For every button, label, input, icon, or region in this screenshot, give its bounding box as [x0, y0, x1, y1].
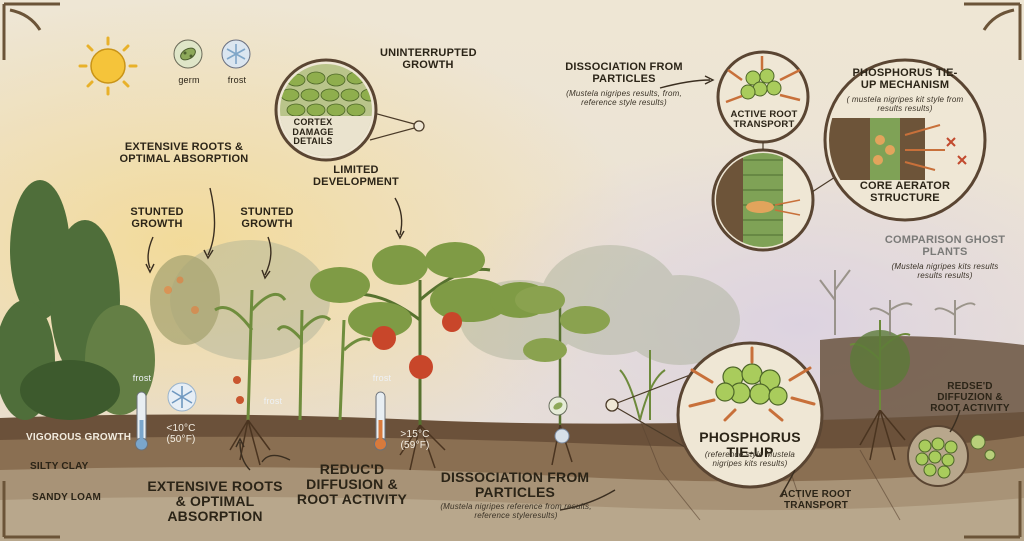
- sun-icon: [78, 36, 138, 96]
- extensive-roots-bottom-label: EXTENSIVE ROOTS & OPTIMAL ABSORPTION: [147, 478, 283, 525]
- dissociation-bottom-label: DISSOCIATION FROM PARTICLES: [440, 469, 590, 501]
- redsed-diffusion-label: REDSE'D DIFFUZION & ROOT ACTIVITY: [930, 381, 1010, 414]
- limited-development-label: LIMITED DEVELOPMENT: [313, 164, 399, 188]
- sandy-loam-label: SANDY LOAM: [32, 492, 102, 503]
- uninterrupted-growth-label: UNINTERRUPTED GROWTH: [380, 47, 477, 71]
- stunted-growth-label-2: STUNTED GROWTH: [240, 206, 294, 230]
- germ-icon: [548, 396, 568, 416]
- active-root-transport-inset: [716, 50, 810, 144]
- frost-label-1: frost: [132, 373, 152, 383]
- dissociation-top-subtitle: (Mustela nigripes results, from, referen…: [566, 89, 682, 108]
- cortex-damage-label: CORTEX DAMAGE DETAILS: [292, 117, 334, 147]
- thermometer-icon: [374, 391, 387, 451]
- core-aerator-label: CORE AERATOR STRUCTURE: [859, 180, 951, 204]
- bush-right: [850, 330, 910, 390]
- ghost-plants: [819, 269, 976, 335]
- thermometer-icon: [135, 391, 148, 451]
- phosphorus-mechanism-subtitle: ( mustela nigripes kit style from result…: [846, 95, 964, 114]
- legend-frost-label: frost: [227, 75, 247, 85]
- dissociation-top-label: DISSOCIATION FROM PARTICLES: [565, 61, 683, 85]
- active-root-transport-bottom-label: ACTIVE ROOT TRANSPORT: [780, 489, 852, 511]
- phosphorus-mechanism-inset: [811, 58, 987, 222]
- germ-icon: [173, 39, 203, 69]
- reduced-diffusion-label: REDUC'D DIFFUSION & ROOT ACTIVITY: [296, 461, 408, 508]
- frost-icon: [221, 39, 251, 69]
- corn-stalks: [214, 289, 371, 421]
- frost-label-2: frost: [263, 396, 283, 406]
- cortex-inset: [274, 58, 425, 162]
- phosphorus-tieup-subtitle: (reference style Mustela nigripes kits r…: [704, 450, 796, 469]
- temperature-high-label: >15°C (59°F): [400, 429, 430, 451]
- right-plant: [515, 286, 610, 425]
- cell-cluster-inset: [907, 425, 969, 487]
- stem-inset: [711, 142, 815, 252]
- phosphorus-tieup-label: PHOSPHORUS TIE-UP: [699, 429, 801, 461]
- left-shrubs: [0, 180, 155, 420]
- comparison-ghost-label: COMPARISON GHOST PLANTS: [884, 234, 1006, 258]
- silty-clay-label: SILTY CLAY: [30, 461, 89, 472]
- snowflake-icon: [167, 382, 197, 412]
- stunted-growth-label-1: STUNTED GROWTH: [130, 206, 184, 230]
- vigorous-growth-label: VIGOROUS GROWTH: [26, 432, 132, 443]
- bacteria-icon: [554, 428, 996, 461]
- comparison-ghost-subtitle: (Mustela nigripes kits results results r…: [891, 262, 999, 281]
- annotation-arrows: [145, 75, 961, 511]
- active-root-transport-top-label: ACTIVE ROOT TRANSPORT: [730, 109, 798, 131]
- phosphorus-mechanism-label: PHOSPHORUS TIE-UP MECHANISM: [852, 67, 958, 91]
- phosphorus-tieup-inset: [605, 341, 824, 489]
- frost-label-3: frost: [372, 373, 392, 383]
- legend-germ-label: germ: [178, 75, 200, 85]
- temperature-low-label: <10°C (50°F): [166, 423, 196, 445]
- extensive-roots-top-label: EXTENSIVE ROOTS & OPTIMAL ABSORPTION: [119, 141, 249, 165]
- faded-tomato-plant: [150, 255, 220, 345]
- dissociation-bottom-subtitle: (Mustela nigripes reference from results…: [440, 502, 592, 521]
- tomato-plant: [310, 242, 550, 425]
